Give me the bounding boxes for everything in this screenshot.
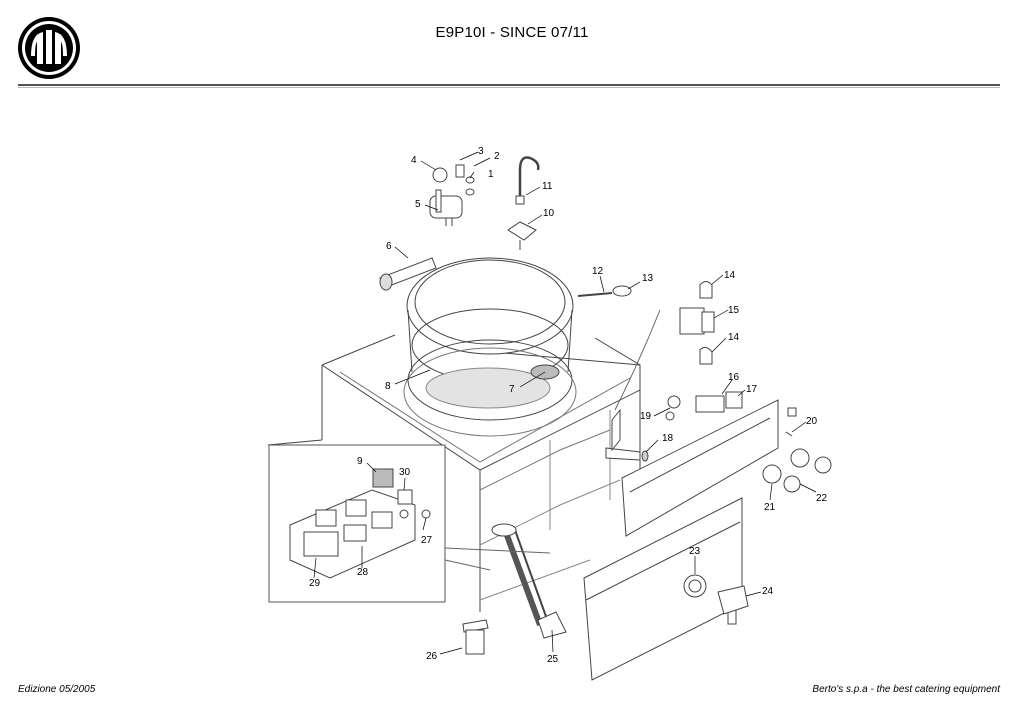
callout-14a: 14	[724, 270, 736, 281]
header-divider	[18, 84, 1000, 86]
callout-2: 2	[494, 151, 500, 162]
callout-19: 19	[640, 411, 652, 422]
page-title: E9P10I - SINCE 07/11	[435, 24, 589, 41]
callout-1: 1	[488, 169, 494, 180]
callout-25: 25	[547, 654, 559, 665]
relay	[372, 468, 394, 488]
callout-30: 30	[399, 467, 411, 478]
callout-29: 29	[309, 578, 321, 589]
callout-15: 15	[728, 305, 740, 316]
adjustable-foot	[462, 619, 489, 633]
rod	[577, 292, 613, 297]
callout-3: 3	[478, 146, 484, 157]
callout-18: 18	[662, 433, 674, 444]
callout-11: 11	[542, 181, 553, 192]
callout-6: 6	[386, 241, 392, 252]
callout-27: 27	[421, 535, 433, 546]
callout-23: 23	[689, 546, 701, 557]
callout-4: 4	[411, 155, 417, 166]
callout-26: 26	[426, 651, 438, 662]
company-footer: Berto's s.p.a - the best catering equipm…	[812, 684, 1000, 695]
callout-17: 17	[746, 384, 758, 395]
callout-7: 7	[509, 384, 515, 395]
valve-body	[429, 195, 463, 219]
callout-9: 9	[357, 456, 363, 467]
callout-8: 8	[385, 381, 391, 392]
callout-16: 16	[728, 372, 740, 383]
callout-20: 20	[806, 416, 818, 427]
bertos-logo	[18, 17, 80, 79]
callout-21: 21	[764, 502, 776, 513]
callout-14b: 14	[728, 332, 740, 343]
tap-spout	[518, 156, 540, 196]
callout-22: 22	[816, 493, 828, 504]
callout-24: 24	[762, 586, 774, 597]
edition-footer: Edizione 05/2005	[18, 684, 96, 695]
heating-element	[502, 528, 543, 627]
callout-10: 10	[543, 208, 555, 219]
header-divider-shadow	[18, 87, 1000, 88]
callout-28: 28	[357, 567, 369, 578]
callout-5: 5	[415, 199, 421, 210]
callout-12: 12	[592, 266, 604, 277]
callout-13: 13	[642, 273, 654, 284]
